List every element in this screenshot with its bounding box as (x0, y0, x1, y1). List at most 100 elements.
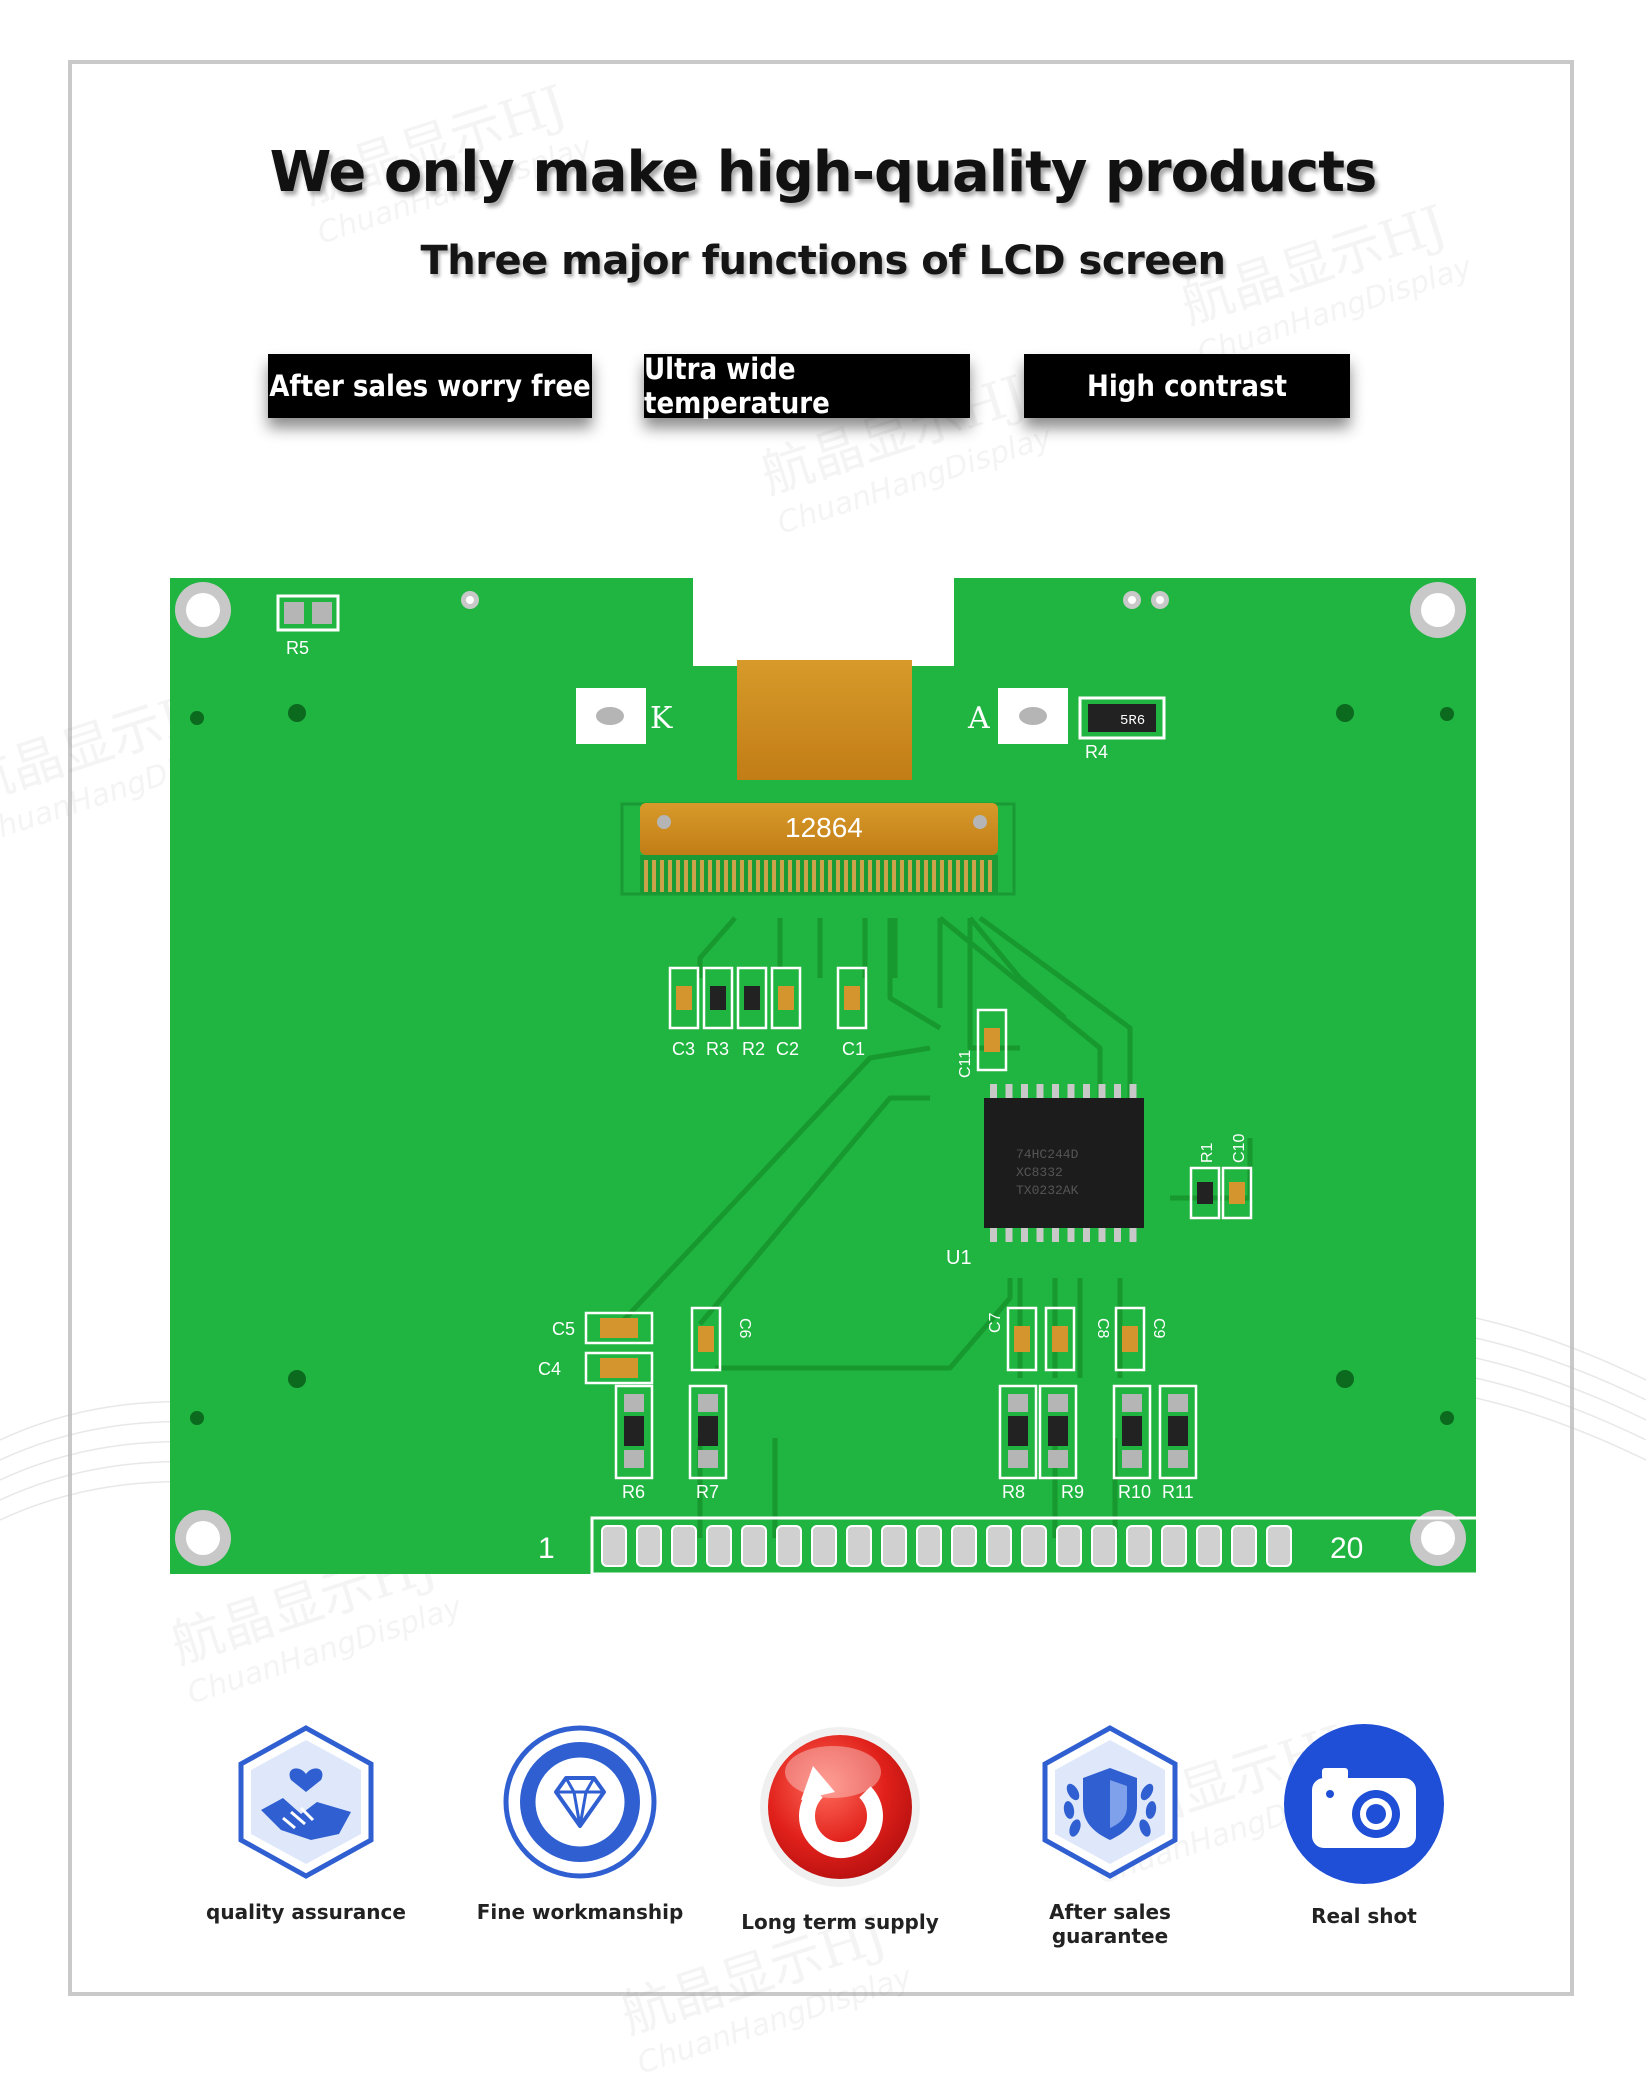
flex-pin (804, 860, 808, 892)
flex-pin (988, 860, 992, 892)
ref-r10: R10 (1118, 1482, 1151, 1502)
page-title: We only make high-quality products (269, 140, 1378, 205)
header-pin (1231, 1525, 1257, 1567)
smd-part (844, 986, 860, 1010)
chip-pin (1114, 1084, 1121, 1100)
feature-fine-workmanship: Fine workmanship (470, 1722, 690, 1924)
ref-c2: C2 (776, 1039, 799, 1059)
smd-part (624, 1416, 644, 1446)
pad-k-label: K (650, 701, 673, 736)
ref-r4: R4 (1085, 742, 1108, 762)
camera-icon (1284, 1724, 1444, 1884)
flex-pin (892, 860, 896, 892)
lcd-pcb-back: R5 K A 5R6 R4 12864 C3 R3 R2 C2 C1 C11 7… (170, 578, 1476, 1574)
header-pin (1161, 1525, 1187, 1567)
feature-label: Real shot (1311, 1904, 1417, 1928)
ref-r8: R8 (1002, 1482, 1025, 1502)
pin-first-label: 1 (538, 1532, 555, 1565)
chip-pin (1129, 1226, 1137, 1242)
flex-pin (732, 860, 736, 892)
u1-chip (984, 1098, 1144, 1228)
smd-pad (1168, 1450, 1188, 1468)
smd-outline (614, 1384, 654, 1480)
feature-quality-assurance: quality assurance (196, 1722, 416, 1924)
chip-pin (1067, 1084, 1075, 1100)
flex-pin (764, 860, 768, 892)
diamond-icon (503, 1725, 657, 1879)
smd-part (1168, 1416, 1188, 1446)
ref-c9: C9 (1150, 1318, 1167, 1339)
flex-pin (852, 860, 856, 892)
header-pin (636, 1525, 662, 1567)
chip-pin (1036, 1084, 1044, 1100)
r4-value: 5R6 (1120, 713, 1145, 729)
header-pin (601, 1525, 627, 1567)
feature-label: Long term supply (741, 1910, 939, 1934)
flex-pin (964, 860, 968, 892)
feature-after-sales-guarantee: After sales guarantee (1000, 1722, 1220, 1948)
smd-outline (836, 966, 868, 1030)
flex-pin (652, 860, 656, 892)
flex-pin (708, 860, 712, 892)
chip-pin (1083, 1084, 1090, 1100)
header-pin (1056, 1525, 1082, 1567)
flex-pin (828, 860, 832, 892)
flex-pin (900, 860, 904, 892)
header-pin (741, 1525, 767, 1567)
feature-real-shot: Real shot (1254, 1722, 1474, 1928)
header-pin (1196, 1525, 1222, 1567)
header-pin (881, 1525, 907, 1567)
flex-pin (884, 860, 888, 892)
flex-pin (972, 860, 976, 892)
feature-long-term-supply: Long term supply (730, 1722, 950, 1934)
chip-text-3: TX0232AK (1016, 1183, 1079, 1198)
ref-r9: R9 (1061, 1482, 1084, 1502)
ref-r2: R2 (742, 1039, 765, 1059)
smd-pad (624, 1394, 644, 1412)
smd-pad (1048, 1394, 1068, 1412)
feature-label: Fine workmanship (476, 1900, 684, 1924)
chip-pin (1067, 1226, 1075, 1242)
flex-pin (772, 860, 776, 892)
smd-pad (1122, 1450, 1142, 1468)
chip-pin (1005, 1226, 1013, 1242)
ref-r7: R7 (696, 1482, 719, 1502)
smd-part (744, 986, 760, 1010)
chip-pin (1129, 1084, 1137, 1100)
header-pin (1021, 1525, 1047, 1567)
handshake-heart-icon (238, 1725, 374, 1879)
page-subtitle: Three major functions of LCD screen (420, 238, 1226, 284)
chip-pin (1021, 1226, 1028, 1242)
flex-pin (788, 860, 792, 892)
flex-pin (916, 860, 920, 892)
ref-c10: C10 (1231, 1134, 1248, 1163)
chip-pin (990, 1084, 997, 1100)
flex-pin (684, 860, 688, 892)
pin-last-label: 20 (1330, 1532, 1363, 1565)
header-pin (846, 1525, 872, 1567)
chip-pin (990, 1226, 997, 1242)
smd-pad (698, 1450, 718, 1468)
smd-pad (1008, 1394, 1028, 1412)
smd-outline (998, 1384, 1038, 1480)
flex-pin (668, 860, 672, 892)
smd-outline (1038, 1384, 1078, 1480)
smd-outline (690, 1306, 722, 1372)
flex-pin (932, 860, 936, 892)
ref-r11: R11 (1162, 1482, 1194, 1502)
smd-pad (1168, 1394, 1188, 1412)
chip-pin (1052, 1084, 1059, 1100)
header-pin (1091, 1525, 1117, 1567)
flex-pin (812, 860, 816, 892)
chip-pin (1114, 1226, 1121, 1242)
smd-part (698, 1326, 714, 1352)
ref-r5: R5 (286, 638, 309, 658)
header-pin (1126, 1525, 1152, 1567)
smd-part (710, 986, 726, 1010)
flex-pin (748, 860, 752, 892)
chip-text-2: XC8332 (1016, 1165, 1063, 1180)
smd-pad (1048, 1450, 1068, 1468)
ref-c11: C11 (957, 1050, 974, 1078)
tag-wide-temperature: Ultra wide temperature (644, 352, 970, 420)
pcb-outline (170, 578, 1476, 1574)
